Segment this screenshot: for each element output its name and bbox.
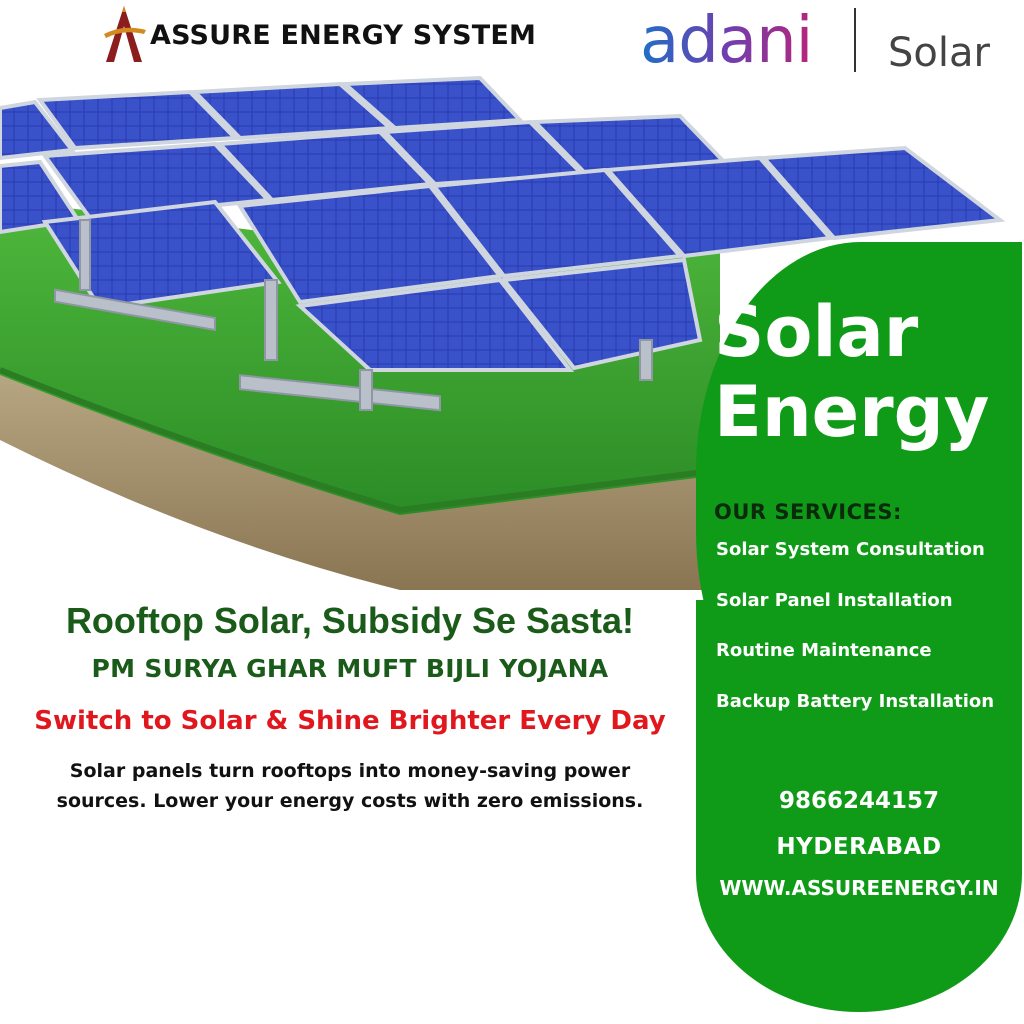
assure-energy-logo-icon xyxy=(104,6,146,62)
solar-title-line1: Solar xyxy=(714,291,919,373)
partner-sub: Solar xyxy=(888,30,990,76)
services-heading: OUR SERVICES: xyxy=(714,500,902,524)
service-item: Routine Maintenance xyxy=(716,640,932,661)
description: Solar panels turn rooftops into money-sa… xyxy=(56,760,644,812)
contact-website: WWW.ASSUREENERGY.IN xyxy=(719,876,999,900)
headline: Rooftop Solar, Subsidy Se Sasta! xyxy=(65,600,635,641)
contact-city: HYDERABAD xyxy=(776,834,942,860)
partner-name: adani xyxy=(640,4,813,78)
green-info-panel-lower xyxy=(696,600,1022,1012)
service-item: Backup Battery Installation xyxy=(716,691,995,712)
tagline: Switch to Solar & Shine Brighter Every D… xyxy=(34,706,666,736)
partner-logo: adani Solar xyxy=(640,6,1000,76)
scheme-name: PM SURYA GHAR MUFT BIJLI YOJANA xyxy=(91,654,609,683)
partner-divider xyxy=(854,8,856,72)
solar-energy-title: Solar Energy xyxy=(714,292,1014,452)
service-item: Solar System Consultation xyxy=(716,539,985,560)
brand-name: ASSURE ENERGY SYSTEM xyxy=(150,20,537,51)
service-item: Solar Panel Installation xyxy=(716,590,953,611)
contact-phone: 9866244157 xyxy=(778,788,940,814)
solar-title-line2: Energy xyxy=(714,371,990,453)
solar-panels-on-grass-illustration xyxy=(0,75,1006,590)
